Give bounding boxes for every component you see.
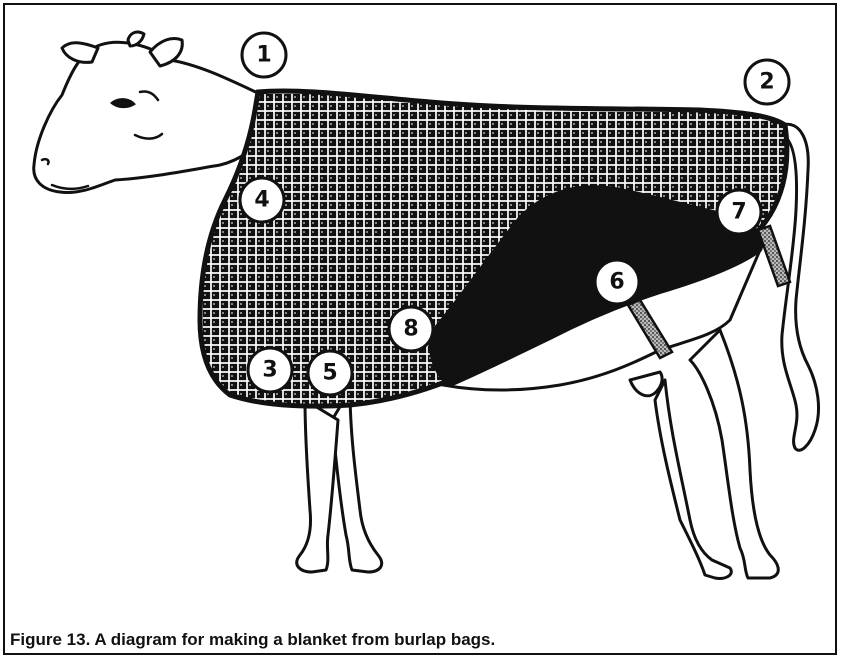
svg-text:7: 7 [731, 200, 746, 225]
near-hind-leg [690, 330, 778, 578]
marker-4: 4 [240, 178, 284, 222]
far-front-leg [332, 390, 382, 572]
marker-3: 3 [248, 348, 292, 392]
marker-2: 2 [745, 60, 789, 104]
svg-text:3: 3 [262, 358, 277, 383]
svg-text:6: 6 [609, 270, 624, 295]
svg-text:2: 2 [759, 70, 774, 95]
figure-caption: Figure 13. A diagram for making a blanke… [10, 630, 495, 650]
cow-horn [128, 32, 144, 46]
cow-left-ear [62, 43, 98, 63]
svg-text:1: 1 [256, 43, 271, 68]
marker-5: 5 [308, 351, 352, 395]
svg-text:5: 5 [322, 361, 337, 386]
cow-udder [630, 372, 662, 396]
marker-8: 8 [389, 307, 433, 351]
marker-1: 1 [242, 33, 286, 77]
cow-head [34, 42, 265, 192]
strap-rear [758, 226, 790, 286]
cow-eye [112, 99, 134, 107]
marker-6: 6 [595, 260, 639, 304]
marker-7: 7 [717, 190, 761, 234]
svg-text:4: 4 [254, 188, 269, 213]
svg-text:8: 8 [403, 317, 418, 342]
near-front-leg [297, 400, 338, 572]
